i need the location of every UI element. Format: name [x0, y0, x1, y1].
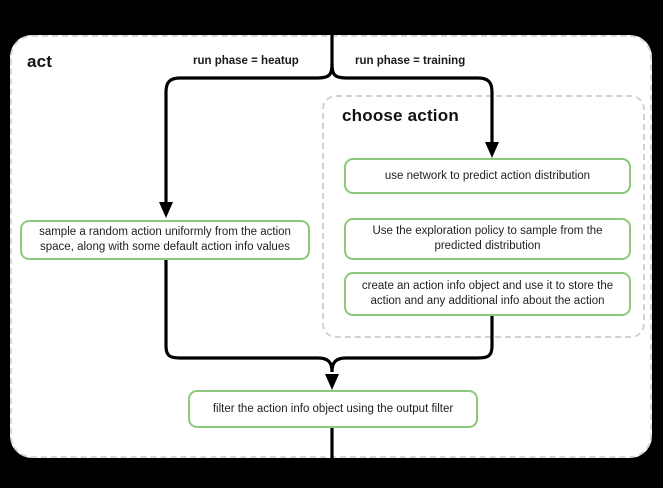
edge-merge-arrowhead [325, 374, 339, 390]
node-use-network[interactable]: use network to predict action distributi… [344, 158, 631, 194]
node-filter-action-info[interactable]: filter the action info object using the … [188, 390, 478, 428]
page-title: act [27, 52, 53, 71]
group-title: choose action [342, 106, 459, 125]
node-exploration-policy[interactable]: Use the exploration policy to sample fro… [344, 218, 631, 260]
edge-heatup-branch [164, 63, 334, 205]
edge-heatup-arrowhead [159, 202, 173, 218]
edge-heatup-merge [164, 260, 334, 373]
edge-training-branch [330, 63, 494, 145]
edge-label-training: run phase = training [355, 55, 466, 67]
edge-training-arrowhead [485, 142, 499, 158]
node-sample-random-action[interactable]: sample a random action uniformly from th… [20, 220, 310, 260]
node-create-action-info[interactable]: create an action info object and use it … [344, 272, 631, 316]
choose-action-group [322, 95, 645, 338]
edge-training-merge [330, 316, 494, 373]
edge-label-heatup: run phase = heatup [193, 55, 299, 67]
